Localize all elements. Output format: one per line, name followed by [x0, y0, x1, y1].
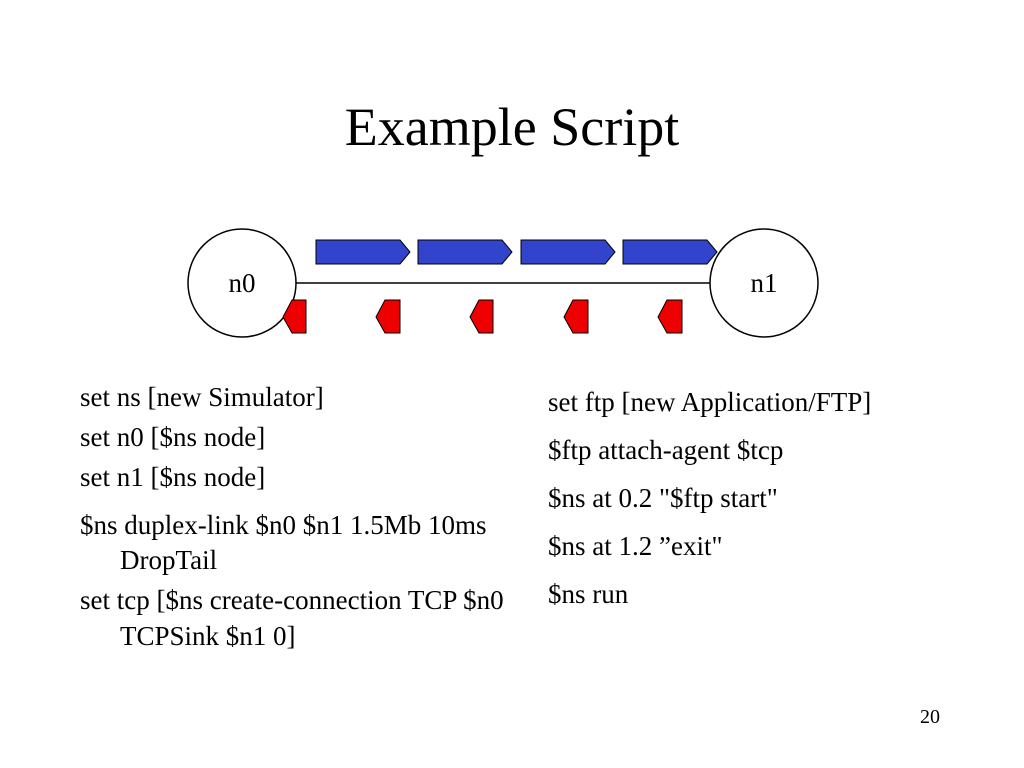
node-n0-circle: [187, 228, 297, 338]
code-line: $ftp attach-agent $tcp: [548, 435, 784, 466]
code-right-column: set ftp [new Application/FTP] $ftp attac…: [548, 385, 988, 625]
ack-packet: [657, 299, 683, 334]
code-line: $ns run: [548, 579, 629, 610]
ack-packet: [563, 299, 589, 334]
ack-packet: [469, 299, 494, 334]
reverse-packets: [282, 299, 683, 334]
page-number: 20: [920, 706, 940, 728]
code-left-column: set ns [new Simulator] set n0 [$ns node]…: [80, 380, 520, 659]
data-packet: [315, 239, 411, 265]
data-packet: [622, 239, 718, 265]
node-n0-label: n0: [229, 268, 256, 298]
slide-title: Example Script: [344, 97, 680, 157]
data-packet: [417, 239, 513, 265]
code-line: $ns duplex-link $n0 $n1 1.5Mb 10ms DropT…: [80, 510, 487, 576]
code-line: $ns at 1.2 ”exit": [548, 531, 723, 562]
forward-packets: [315, 239, 718, 265]
code-line: set n0 [$ns node]: [80, 422, 266, 453]
ack-packet: [375, 299, 401, 334]
code-line: $ns at 0.2 "$ftp start": [548, 483, 778, 514]
code-line: set n1 [$ns node]: [80, 462, 266, 493]
node-n1-circle: [709, 228, 819, 338]
node-n1-label: n1: [751, 268, 778, 298]
data-packet: [520, 239, 616, 265]
code-line: set ns [new Simulator]: [80, 382, 324, 412]
ack-packet: [282, 299, 307, 334]
code-line: set ftp [new Application/FTP]: [548, 387, 872, 417]
code-line: set tcp [$ns create-connection TCP $n0 T…: [80, 585, 504, 651]
